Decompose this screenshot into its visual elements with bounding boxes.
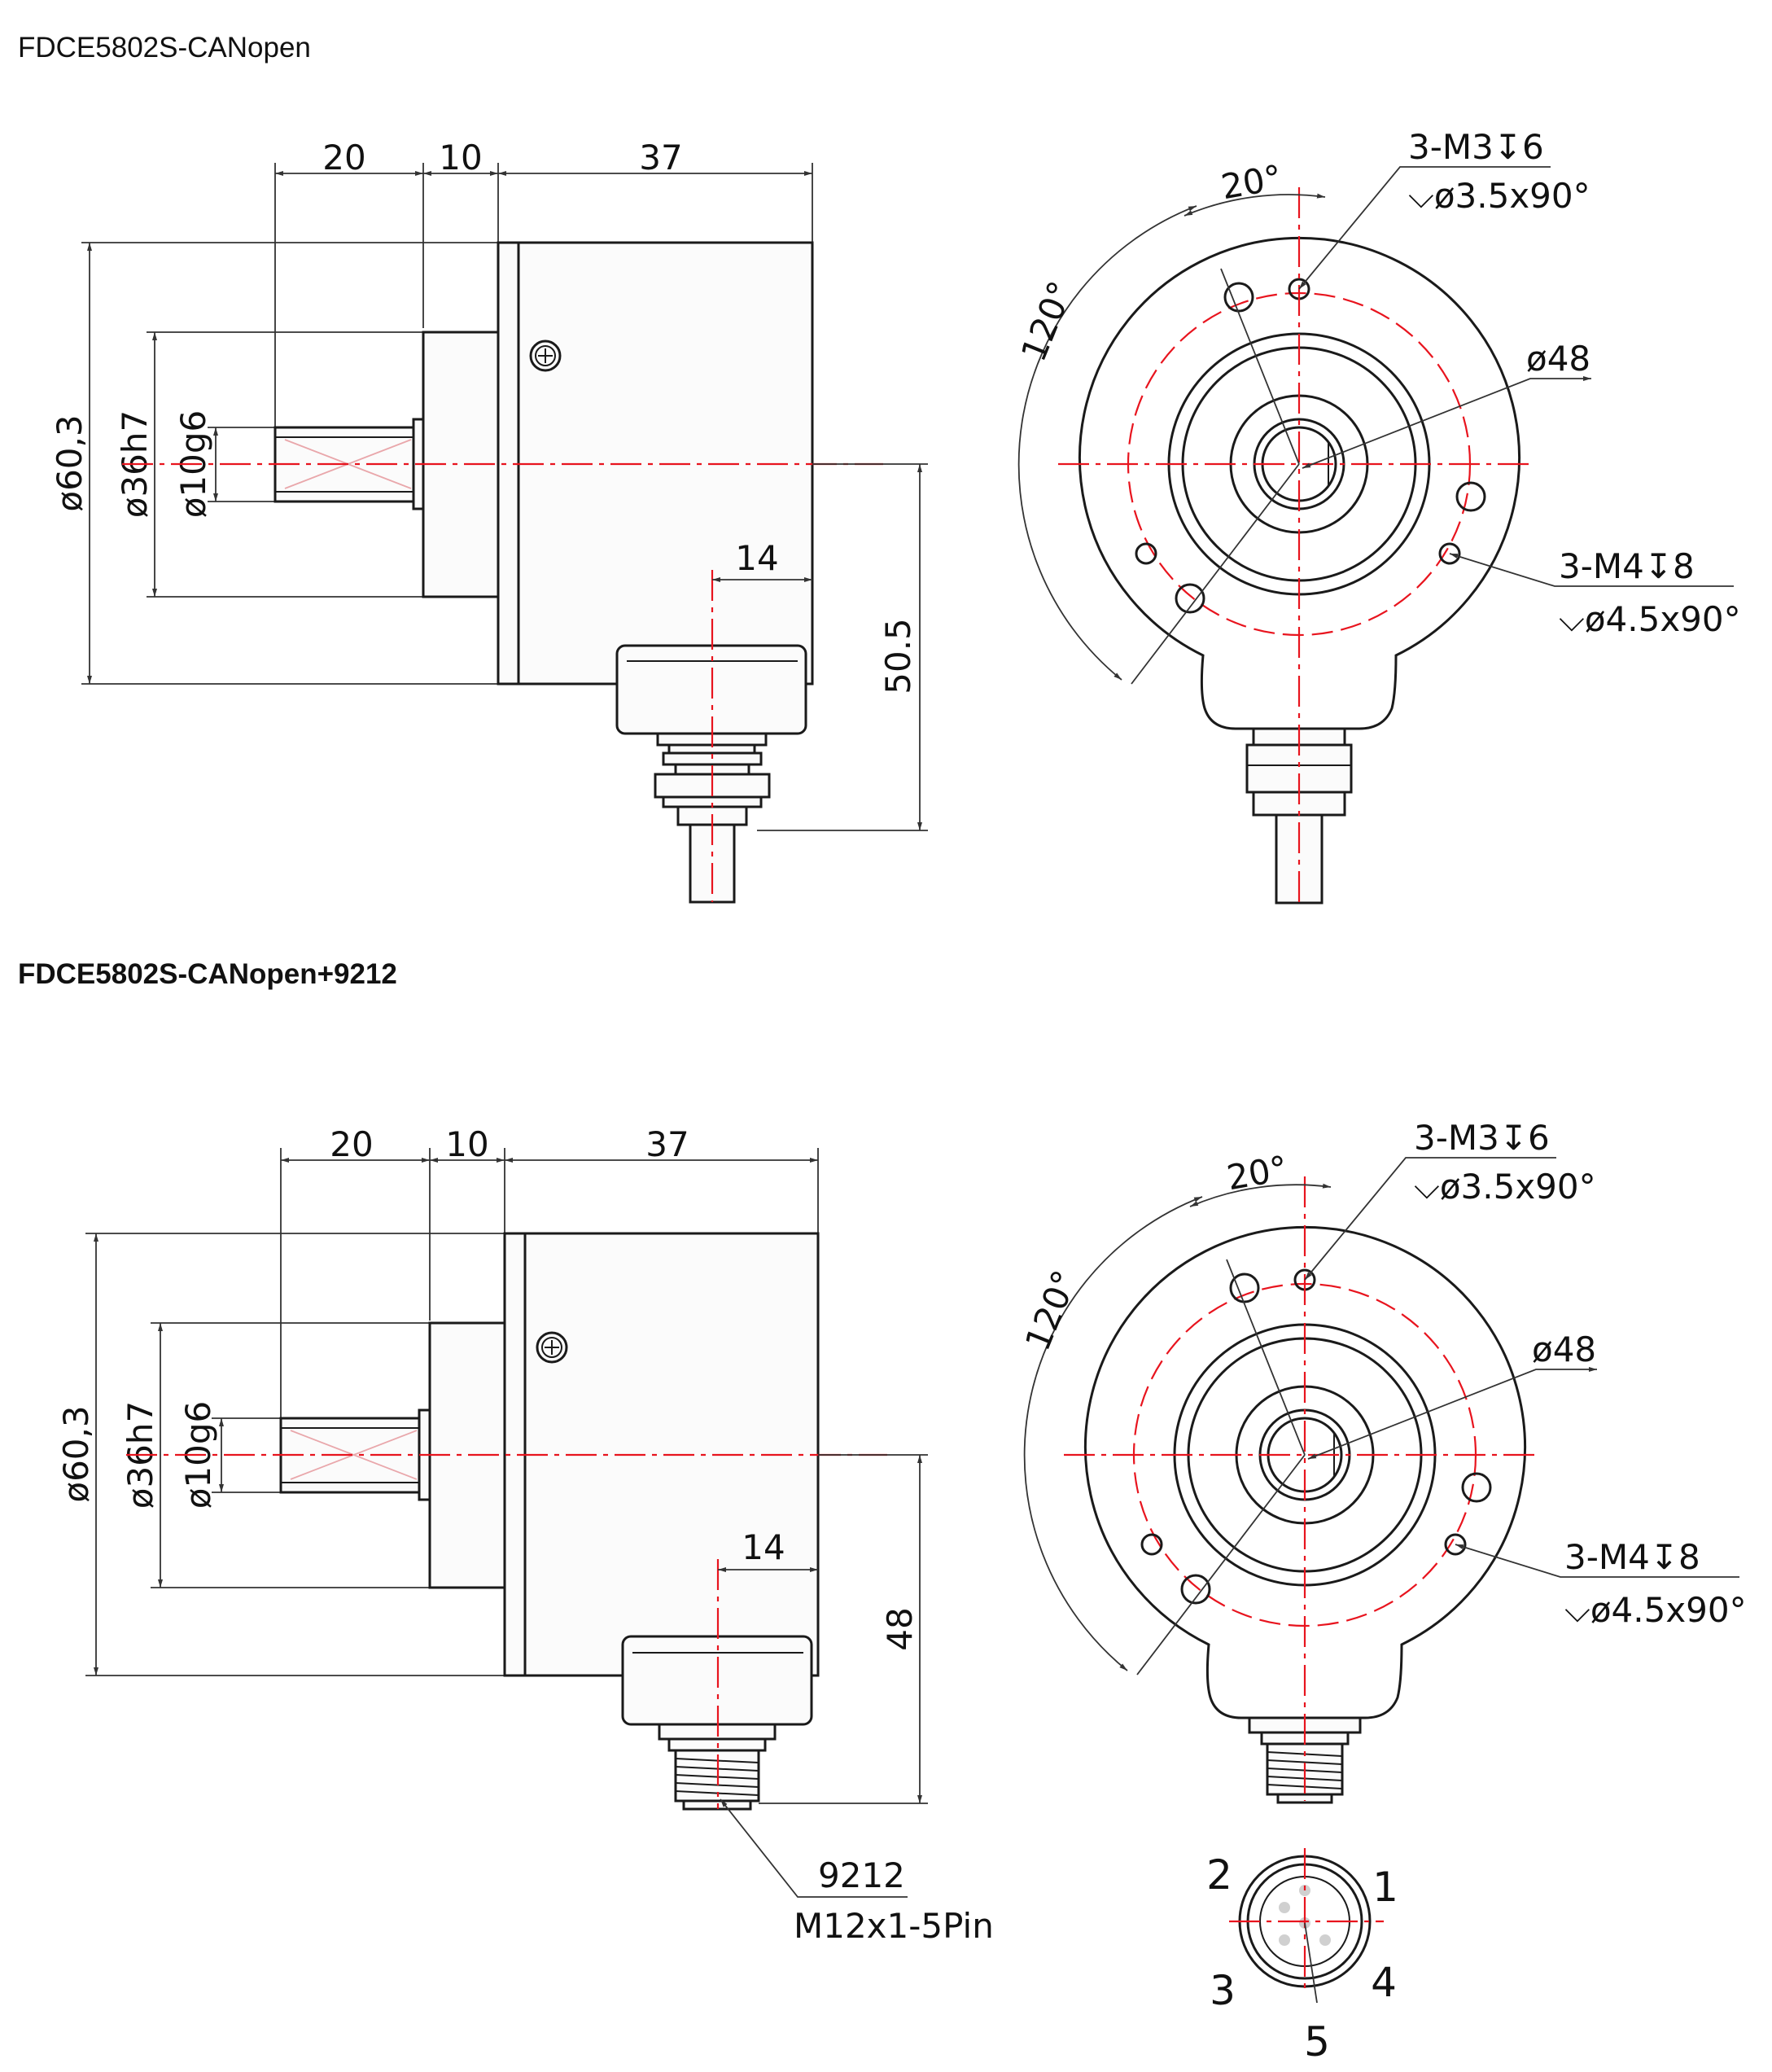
- dim-flange-length: 10: [445, 1124, 488, 1164]
- pin-2-contact: [1279, 1902, 1290, 1913]
- dim-body-diameter: ø60,3: [56, 1405, 96, 1502]
- drawing-2-front-view: 120° 20° 3-M3↧6 ⌵ø3.5x90° ø48 3-M4↧8 ⌵ø4…: [1017, 1118, 1747, 1804]
- angle-120: 120°: [1013, 275, 1081, 366]
- holes-m4-thread: 3-M4↧8: [1564, 1537, 1700, 1577]
- drawing-2-side-view: 20 10 37 ø60,3 ø36h7 ø10g6: [56, 1124, 994, 1946]
- drawing-1-front-view: 120° 20° 3-M3↧6 ⌵ø3.5x90° ø48 3-M4↧8 ⌵ø4…: [1013, 127, 1741, 905]
- dim-connector-offset: 14: [742, 1527, 785, 1567]
- drawing-2-pinout: 1 2 3 4 5: [1206, 1848, 1398, 2065]
- pin-label-1: 1: [1372, 1864, 1398, 1911]
- pin-label-2: 2: [1206, 1851, 1232, 1899]
- holes-m3-thread: 3-M3↧6: [1414, 1118, 1550, 1158]
- connector-spec: M12x1-5Pin: [794, 1906, 994, 1946]
- dim-body-length: 37: [639, 138, 682, 177]
- holes-m4-countersink: ⌵ø4.5x90°: [1559, 599, 1741, 639]
- pin-3-contact: [1279, 1934, 1290, 1946]
- holes-m4-thread: 3-M4↧8: [1559, 546, 1695, 586]
- drawing-2-title: FDCE5802S-CANopen+9212: [18, 958, 397, 990]
- dim-connector-height: 48: [880, 1607, 920, 1650]
- drawing-1-side-view: 20 10 37 ø60,3 ø36h7 ø10g6: [50, 138, 928, 904]
- connector-type: 9212: [818, 1855, 905, 1895]
- dim-connector-height: 50.5: [878, 618, 918, 694]
- dim-shaft-length: 20: [330, 1124, 373, 1164]
- angle-120: 120°: [1017, 1264, 1085, 1356]
- angle-20: 20°: [1219, 157, 1285, 207]
- holes-m4-countersink: ⌵ø4.5x90°: [1564, 1590, 1747, 1630]
- dim-body-diameter: ø60,3: [50, 414, 90, 511]
- pin-4-contact: [1319, 1934, 1331, 1946]
- holes-m3-thread: 3-M3↧6: [1408, 127, 1544, 167]
- pin-label-5: 5: [1304, 2018, 1330, 2065]
- dim-flange-length: 10: [439, 138, 482, 177]
- drawing-1-title: FDCE5802S-CANopen: [18, 32, 311, 64]
- dim-connector-offset: 14: [735, 538, 778, 578]
- pcd-diameter: ø48: [1532, 1329, 1596, 1369]
- pin-label-3: 3: [1210, 1967, 1236, 2014]
- dim-shaft-length: 20: [322, 138, 365, 177]
- pcd-diameter: ø48: [1526, 339, 1590, 379]
- holes-m3-countersink: ⌵ø3.5x90°: [1408, 176, 1590, 216]
- angle-20: 20°: [1224, 1148, 1291, 1198]
- dim-body-length: 37: [645, 1124, 689, 1164]
- holes-m3-countersink: ⌵ø3.5x90°: [1414, 1167, 1596, 1207]
- pin-label-4: 4: [1371, 1959, 1397, 2006]
